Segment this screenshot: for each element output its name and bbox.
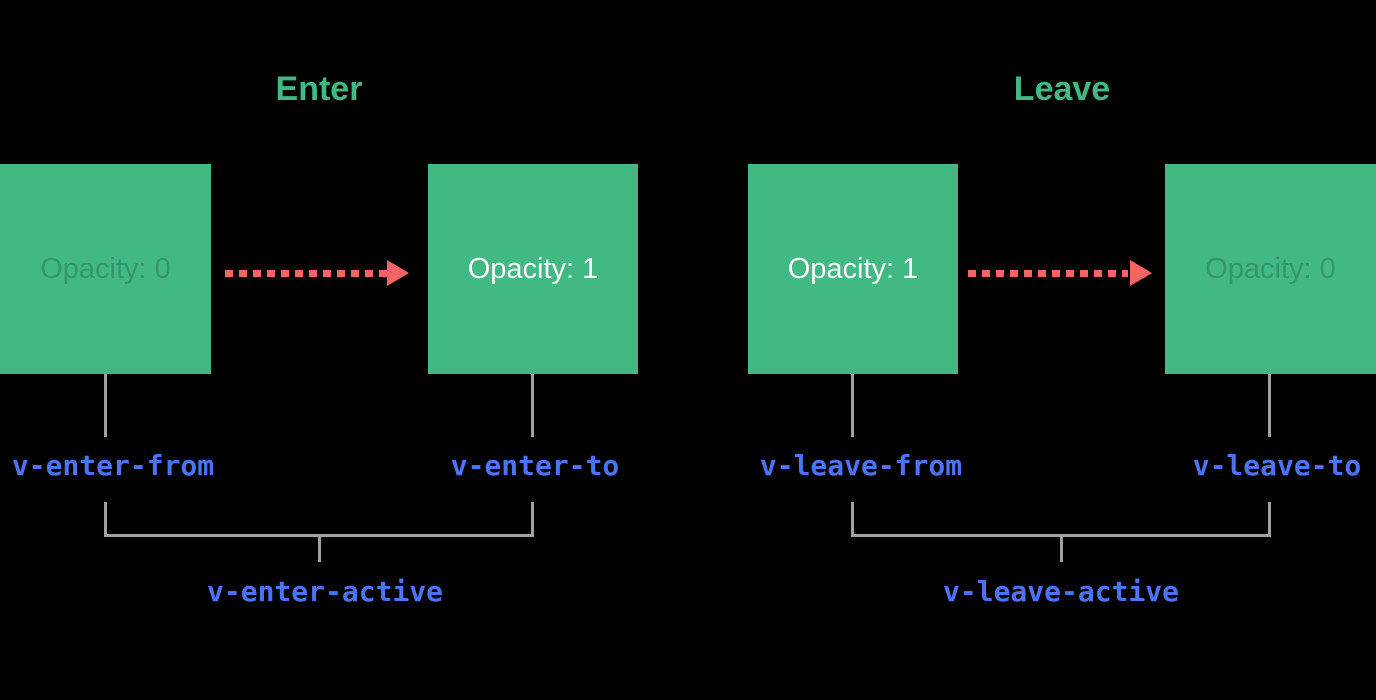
enter-to-box: Opacity: 1	[428, 164, 638, 374]
leave-bracket-bottom-line	[851, 534, 1271, 537]
enter-active-class-label: v-enter-active	[206, 575, 444, 608]
enter-to-connector-line	[531, 374, 534, 437]
leave-bracket-left-line	[851, 502, 854, 537]
enter-to-opacity-label: Opacity: 1	[467, 252, 599, 285]
enter-from-connector-line	[104, 374, 107, 437]
enter-bracket-left-line	[104, 502, 107, 537]
enter-arrowhead-icon	[387, 260, 409, 286]
leave-section-title: Leave	[1013, 70, 1111, 108]
leave-from-opacity-label: Opacity: 1	[787, 252, 919, 285]
enter-from-box: Opacity: 0	[0, 164, 211, 374]
enter-bracket-right-line	[531, 502, 534, 537]
enter-from-class-label: v-enter-from	[11, 449, 215, 482]
enter-bracket-bottom-line	[104, 534, 534, 537]
leave-arrowhead-icon	[1130, 260, 1152, 286]
leave-from-connector-line	[851, 374, 854, 437]
enter-dashed-arrow-line-icon	[225, 270, 389, 277]
leave-from-class-label: v-leave-from	[759, 449, 963, 482]
enter-section-title: Enter	[275, 70, 363, 108]
enter-from-opacity-label: Opacity: 0	[40, 252, 171, 285]
leave-dashed-arrow-line-icon	[968, 270, 1128, 277]
leave-to-connector-line	[1268, 374, 1271, 437]
leave-bracket-stem-line	[1060, 537, 1063, 562]
leave-from-box: Opacity: 1	[748, 164, 958, 374]
leave-to-class-label: v-leave-to	[1192, 449, 1362, 482]
leave-to-opacity-label: Opacity: 0	[1205, 252, 1336, 285]
enter-bracket-stem-line	[318, 537, 321, 562]
leave-to-box: Opacity: 0	[1165, 164, 1376, 374]
leave-active-class-label: v-leave-active	[942, 575, 1180, 608]
leave-bracket-right-line	[1268, 502, 1271, 537]
enter-to-class-label: v-enter-to	[450, 449, 620, 482]
